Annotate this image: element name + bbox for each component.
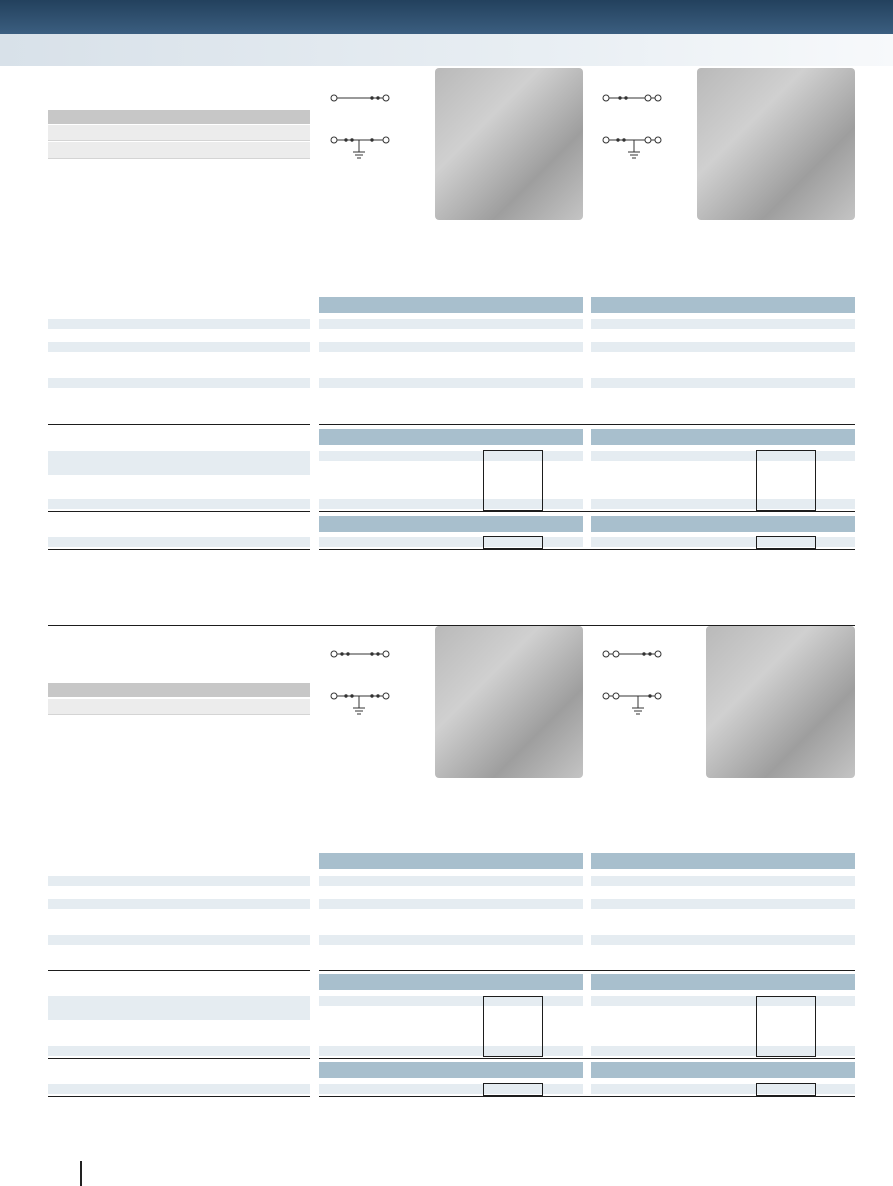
table-row — [591, 378, 855, 388]
table-row — [591, 319, 855, 329]
page-header — [0, 0, 893, 34]
table-header-col-1 — [319, 297, 583, 313]
order-number-box — [756, 996, 816, 1057]
divider — [48, 970, 310, 971]
product-2a-photo — [435, 626, 583, 778]
feed-through-symbol-icon — [602, 94, 662, 159]
table-row — [319, 996, 583, 1006]
table-header-col-2 — [591, 1062, 855, 1078]
product-1b-photo — [697, 68, 855, 220]
table-row — [48, 451, 310, 475]
table-header-col-2 — [591, 516, 855, 532]
table-row — [319, 1084, 583, 1094]
table-row — [591, 996, 855, 1006]
table-row — [48, 1084, 310, 1094]
table-header-col-1 — [319, 853, 583, 869]
order-number-box — [756, 450, 816, 511]
divider — [319, 424, 855, 425]
table-header-col-2 — [591, 853, 855, 869]
table-header-col-1 — [319, 429, 583, 445]
table-row — [319, 537, 583, 547]
table-row — [48, 378, 310, 388]
table-row — [319, 876, 583, 886]
table-row — [591, 499, 855, 509]
divider — [319, 549, 855, 550]
table-row — [48, 876, 310, 886]
table-row — [48, 319, 310, 329]
divider — [48, 549, 310, 550]
page-subheader — [0, 34, 893, 66]
table-row — [591, 1046, 855, 1056]
order-number-box — [756, 1083, 816, 1096]
feed-through-symbol-icon — [330, 650, 390, 715]
table-row — [48, 499, 310, 509]
table-header-col-2 — [591, 974, 855, 990]
order-number-box — [483, 536, 543, 549]
divider — [48, 511, 310, 512]
table-row — [591, 342, 855, 352]
order-number-box — [483, 450, 543, 511]
section-2-label-row — [48, 699, 310, 715]
table-header-col-1 — [319, 516, 583, 532]
divider — [48, 1058, 310, 1059]
divider — [319, 511, 855, 512]
table-header-col-2 — [591, 297, 855, 313]
table-row — [319, 378, 583, 388]
table-row — [319, 499, 583, 509]
table-row — [591, 876, 855, 886]
table-row — [48, 935, 310, 945]
table-header-col-1 — [319, 1062, 583, 1078]
table-row — [591, 451, 855, 461]
page-footer-marker — [80, 1161, 82, 1186]
section-divider — [48, 625, 855, 626]
table-row — [319, 342, 583, 352]
feed-through-symbol-icon — [602, 650, 662, 715]
table-row — [591, 935, 855, 945]
order-number-box — [756, 536, 816, 549]
table-row — [48, 996, 310, 1020]
order-number-box — [483, 996, 543, 1057]
table-row — [591, 537, 855, 547]
table-row — [48, 1046, 310, 1056]
section-1-label-row — [48, 125, 310, 141]
divider — [319, 970, 855, 971]
table-row — [319, 319, 583, 329]
table-row — [48, 537, 310, 547]
section-1-label-header — [48, 110, 310, 124]
table-row — [591, 899, 855, 909]
table-row — [319, 1046, 583, 1056]
section-2-label-header — [48, 683, 310, 697]
product-2b-photo — [706, 626, 855, 778]
divider — [48, 1096, 310, 1097]
table-header-col-1 — [319, 974, 583, 990]
divider — [319, 1096, 855, 1097]
table-row — [591, 1084, 855, 1094]
order-number-box — [483, 1083, 543, 1096]
divider — [319, 1058, 855, 1059]
table-row — [319, 899, 583, 909]
table-header-col-2 — [591, 429, 855, 445]
divider — [48, 424, 310, 425]
section-1-label-row — [48, 142, 310, 159]
table-row — [319, 451, 583, 461]
feed-through-symbol-icon — [330, 94, 390, 159]
table-row — [48, 899, 310, 909]
product-1a-photo — [435, 68, 583, 220]
table-row — [319, 935, 583, 945]
table-row — [48, 342, 310, 352]
